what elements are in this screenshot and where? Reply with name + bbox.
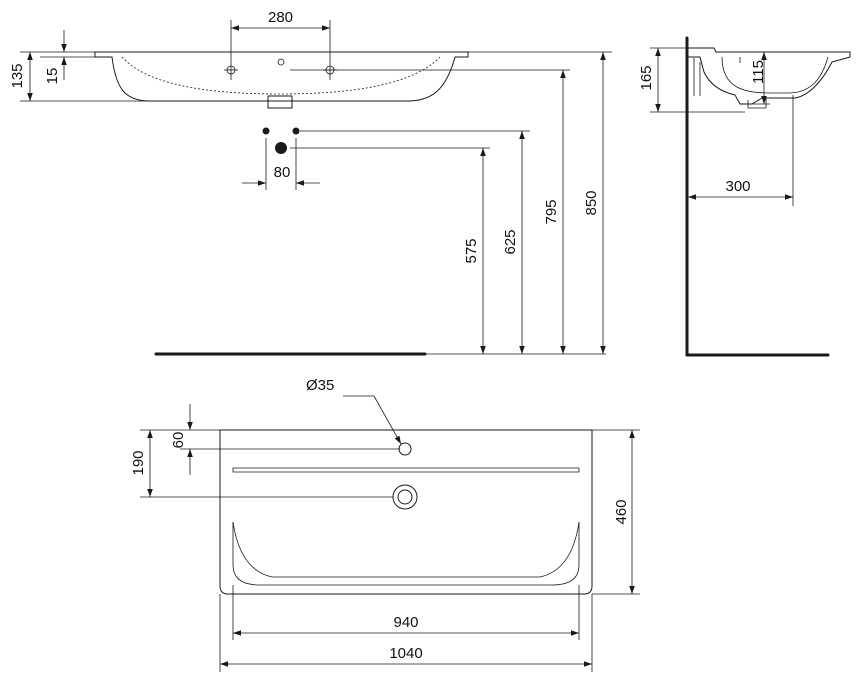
dim-1040: 1040 — [389, 645, 422, 662]
waste-hole-outer — [392, 484, 418, 510]
waste-hole-inner — [397, 489, 413, 505]
basin-outline — [94, 51, 469, 102]
dim-115: 115 — [750, 60, 767, 84]
side-view: 165 115 300 — [638, 36, 851, 357]
dim-460: 460 — [613, 499, 630, 524]
dim-300: 300 — [725, 178, 750, 195]
dim-795: 795 — [543, 199, 560, 224]
dim-15: 15 — [44, 68, 61, 85]
dim-850: 850 — [583, 190, 600, 215]
dim-hole-diameter: Ø35 — [306, 377, 334, 394]
bowl-plan-outline — [232, 522, 580, 586]
dim-135: 135 — [9, 63, 26, 88]
bowl-profile-inner — [721, 56, 829, 94]
overflow-slot — [232, 467, 580, 473]
dim-190: 190 — [130, 450, 147, 475]
waste-outlet — [267, 95, 293, 109]
basin-plan-outline — [219, 429, 593, 595]
waste-point — [275, 142, 287, 154]
basin-profile — [687, 47, 851, 105]
dim-280: 280 — [268, 9, 293, 26]
supply-point-left — [262, 127, 270, 135]
dim-575: 575 — [463, 238, 480, 263]
dim-625: 625 — [502, 229, 519, 254]
front-view: 280 135 15 575 625 795 850 80 — [9, 9, 612, 356]
bowl-hidden-line — [121, 56, 441, 95]
tap-hole — [398, 442, 412, 456]
plan-view: Ø35 60 190 460 940 1040 — [130, 377, 640, 672]
dim-165: 165 — [638, 65, 655, 90]
dim-80: 80 — [274, 164, 291, 181]
dim-940: 940 — [393, 614, 418, 631]
dim-60: 60 — [170, 432, 187, 449]
supply-point-right — [292, 127, 300, 135]
tap-marks — [224, 58, 337, 75]
